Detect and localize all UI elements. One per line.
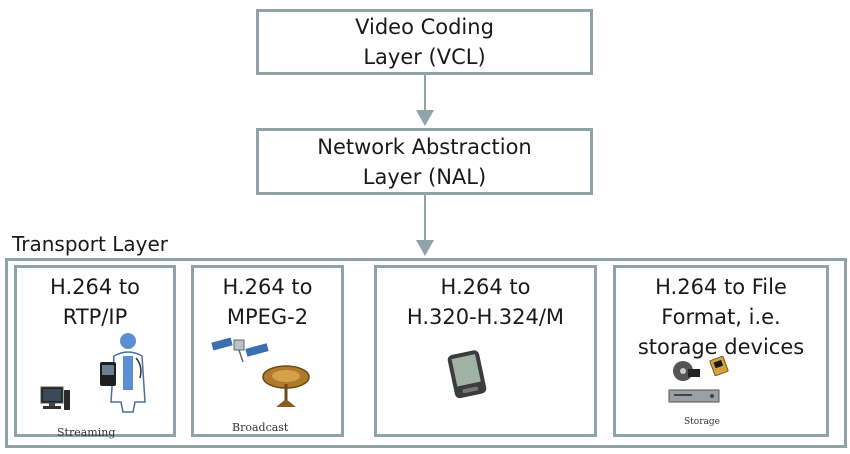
- pda-icon: [447, 350, 487, 399]
- transport-layer-container: [5, 258, 847, 448]
- rtp-ip-line-2: RTP/IP: [62, 305, 128, 329]
- file-format-box: H.264 to File Format, i.e. storage devic…: [613, 265, 829, 437]
- h320-text: H.264 to H.320-H.324/M: [377, 272, 594, 332]
- memory-card-icon: [709, 355, 729, 377]
- doctor-figure-icon: [100, 333, 146, 413]
- file-format-line-2: Format, i.e.: [661, 305, 781, 329]
- mpeg2-text: H.264 to MPEG-2: [194, 272, 341, 332]
- rtp-ip-box: H.264 to RTP/IP Streaming: [14, 265, 176, 439]
- file-format-line-3: storage devices: [637, 335, 805, 359]
- file-format-text: H.264 to File Format, i.e. storage devic…: [616, 272, 826, 362]
- satellite-dish-icon: [262, 365, 310, 407]
- arrow-nal-to-transport-shaft: [424, 195, 426, 241]
- rtp-ip-text: H.264 to RTP/IP: [17, 272, 173, 332]
- h320-h324m-box: H.264 to H.320-H.324/M: [374, 265, 597, 437]
- arrow-vcl-to-nal-head: [416, 110, 434, 126]
- arrow-nal-to-transport-head: [416, 240, 434, 256]
- vcl-box: Video Coding Layer (VCL): [256, 9, 593, 75]
- nal-box: Network Abstraction Layer (NAL): [256, 128, 593, 195]
- h320-line-2: H.320-H.324/M: [406, 305, 565, 329]
- satellite-icon: [211, 337, 269, 363]
- transport-layer-label: Transport Layer: [12, 232, 168, 256]
- nal-line-1: Network Abstraction: [317, 134, 532, 159]
- storage-caption: Storage: [684, 417, 720, 427]
- h320-line-1: H.264 to: [440, 275, 531, 299]
- computer-icon: [40, 386, 70, 410]
- broadcast-caption: Broadcast: [232, 421, 289, 434]
- mpeg2-line-2: MPEG-2: [226, 305, 309, 329]
- vcl-line-2: Layer (VCL): [363, 45, 486, 69]
- vcl-line-1: Video Coding: [355, 15, 494, 39]
- rtp-ip-line-1: H.264 to: [50, 275, 140, 299]
- nal-line-2: Layer (NAL): [362, 164, 487, 189]
- arrow-vcl-to-nal-shaft: [424, 75, 426, 111]
- streaming-caption: Streaming: [57, 426, 116, 439]
- file-format-line-1: H.264 to File: [655, 275, 787, 299]
- mpeg2-box: H.264 to MPEG-2 Broadcast: [191, 265, 344, 437]
- dvd-disc-icon: [673, 361, 700, 381]
- dvd-player-icon: [668, 389, 720, 403]
- mpeg2-line-1: H.264 to: [222, 275, 313, 299]
